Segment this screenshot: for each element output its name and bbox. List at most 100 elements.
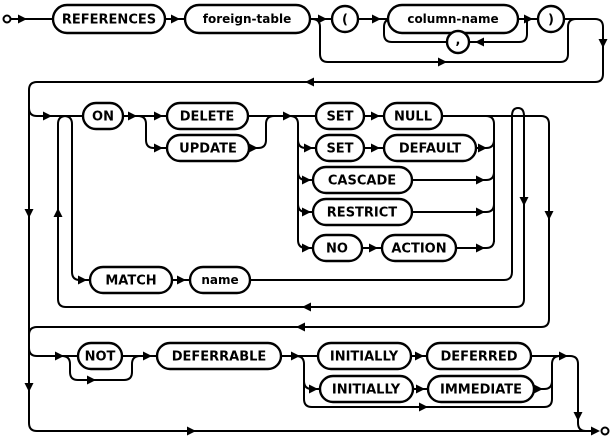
node-column-name: column-name xyxy=(386,3,520,35)
arrowhead-icon xyxy=(305,77,314,87)
node-initially-immediate-initially: INITIALLY xyxy=(318,374,415,404)
node-set-null-set: SET xyxy=(314,101,366,131)
arrowhead-icon xyxy=(419,402,428,412)
arrowhead-icon xyxy=(43,111,52,121)
node-update: UPDATE xyxy=(165,133,251,163)
node-comma: , xyxy=(445,29,471,55)
arrowhead-icon xyxy=(371,111,380,121)
label-initially1: INITIALLY xyxy=(330,350,399,365)
node-deferrable: DEFERRABLE xyxy=(155,341,283,371)
arrowhead-icon xyxy=(302,302,311,312)
label-name: name xyxy=(201,273,238,287)
arrowhead-icon xyxy=(18,14,27,24)
label-default: DEFAULT xyxy=(399,142,461,157)
arrowhead-icon xyxy=(296,322,305,332)
label-set2: SET xyxy=(326,142,353,157)
arrowhead-icon xyxy=(302,207,311,217)
node-foreign-table: foreign-table xyxy=(183,3,312,35)
label-foreign-table: foreign-table xyxy=(203,12,291,26)
nodes: REFERENCES foreign-table ( column-name )… xyxy=(51,3,566,404)
label-deferred: DEFERRED xyxy=(440,350,517,365)
arrowhead-icon xyxy=(78,275,87,285)
label-not: NOT xyxy=(85,350,116,365)
label-comma: , xyxy=(456,33,461,48)
label-column-name: column-name xyxy=(407,12,498,26)
node-name: name xyxy=(188,265,252,295)
arrowhead-icon xyxy=(519,197,529,206)
arrowhead-icon xyxy=(598,39,608,48)
arrowheads xyxy=(18,14,608,436)
arrowhead-icon xyxy=(544,211,554,220)
label-set1: SET xyxy=(326,110,353,125)
node-null: NULL xyxy=(382,101,444,131)
arrowhead-icon xyxy=(369,243,378,253)
arrowhead-icon xyxy=(438,57,447,67)
arrowhead-icon xyxy=(476,243,485,253)
arrowhead-icon xyxy=(476,207,485,217)
arrowhead-icon xyxy=(24,209,34,218)
node-action: ACTION xyxy=(380,233,458,263)
node-default: DEFAULT xyxy=(382,133,478,163)
label-null: NULL xyxy=(394,110,432,125)
arrowhead-icon xyxy=(309,384,318,394)
arrowhead-icon xyxy=(416,384,425,394)
arrowhead-icon xyxy=(524,14,533,24)
arrowhead-icon xyxy=(591,426,600,436)
node-not: NOT xyxy=(76,341,124,371)
arrowhead-icon xyxy=(372,14,381,24)
label-match: MATCH xyxy=(105,274,156,289)
arrowhead-icon xyxy=(371,143,380,153)
arrowhead-icon xyxy=(187,426,196,436)
arrowhead-icon xyxy=(128,111,137,121)
node-lparen: ( xyxy=(330,4,360,34)
arrowhead-icon xyxy=(177,275,186,285)
arrowhead-icon xyxy=(573,412,583,421)
label-update: UPDATE xyxy=(179,142,237,157)
arrowhead-icon xyxy=(249,143,258,153)
arrowhead-icon xyxy=(475,37,484,47)
label-initially2: INITIALLY xyxy=(332,383,401,398)
arrowhead-icon xyxy=(304,143,313,153)
label-deferrable: DEFERRABLE xyxy=(172,350,267,365)
arrowhead-icon xyxy=(559,351,568,361)
node-no: NO xyxy=(311,233,364,263)
arrowhead-icon xyxy=(302,243,311,253)
arrowhead-icon xyxy=(154,143,163,153)
arrowhead-icon xyxy=(476,175,485,185)
arrowhead-icon xyxy=(534,384,543,394)
start-terminal-icon xyxy=(2,14,12,24)
label-immediate: IMMEDIATE xyxy=(440,383,522,398)
arrowhead-icon xyxy=(154,111,163,121)
arrowhead-icon xyxy=(478,143,487,153)
node-set-default-set: SET xyxy=(314,133,366,163)
arrowhead-icon xyxy=(24,383,34,392)
node-references: REFERENCES xyxy=(51,3,167,35)
node-delete: DELETE xyxy=(165,101,250,131)
label-delete: DELETE xyxy=(180,110,235,125)
arrowhead-icon xyxy=(283,111,292,121)
arrowhead-icon xyxy=(87,375,96,385)
node-initially-deferred-initially: INITIALLY xyxy=(316,341,413,371)
label-on: ON xyxy=(92,110,114,125)
node-immediate: IMMEDIATE xyxy=(426,374,536,404)
arrowhead-icon xyxy=(291,351,300,361)
arrowhead-icon xyxy=(171,14,180,24)
label-no: NO xyxy=(326,242,348,257)
label-references: REFERENCES xyxy=(62,13,156,28)
arrowhead-icon xyxy=(53,208,63,217)
label-lparen: ( xyxy=(342,13,348,28)
arrowhead-icon xyxy=(302,175,311,185)
arrowhead-icon xyxy=(55,351,64,361)
label-cascade: CASCADE xyxy=(328,174,396,189)
label-rparen: ) xyxy=(548,13,554,28)
node-cascade: CASCADE xyxy=(311,165,414,195)
arrowhead-icon xyxy=(318,14,327,24)
node-restrict: RESTRICT xyxy=(311,197,414,227)
node-rparen: ) xyxy=(536,4,566,34)
node-match: MATCH xyxy=(88,265,174,295)
label-restrict: RESTRICT xyxy=(327,206,398,221)
node-on: ON xyxy=(81,101,125,131)
end-terminal-icon xyxy=(600,426,610,436)
